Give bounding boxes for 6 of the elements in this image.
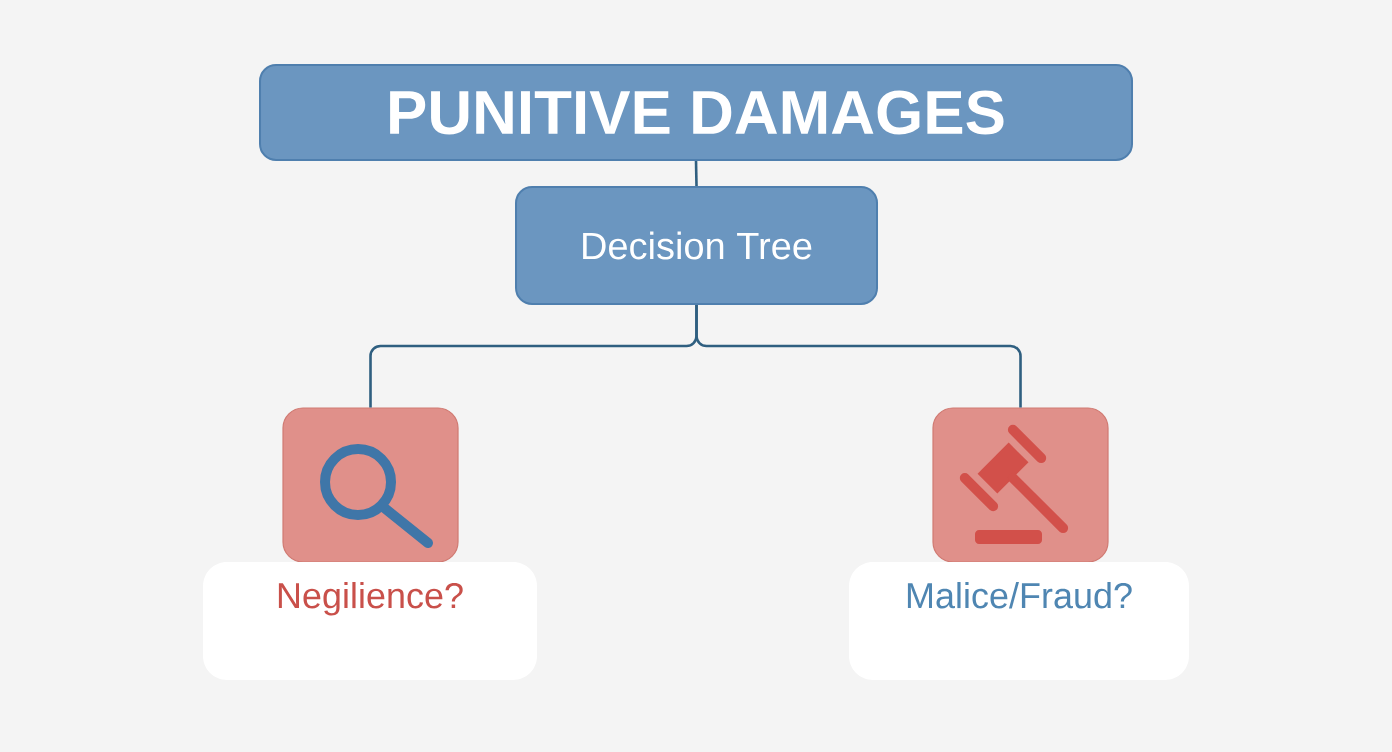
connector-line — [695, 305, 1022, 408]
title-box: PUNITIVE DAMAGES — [259, 64, 1133, 161]
connector-line — [694, 161, 698, 187]
answer-card: Malice/Fraud? — [849, 562, 1189, 680]
answer-card: Negilience? — [203, 562, 537, 680]
decision-box: Decision Tree — [515, 186, 878, 305]
